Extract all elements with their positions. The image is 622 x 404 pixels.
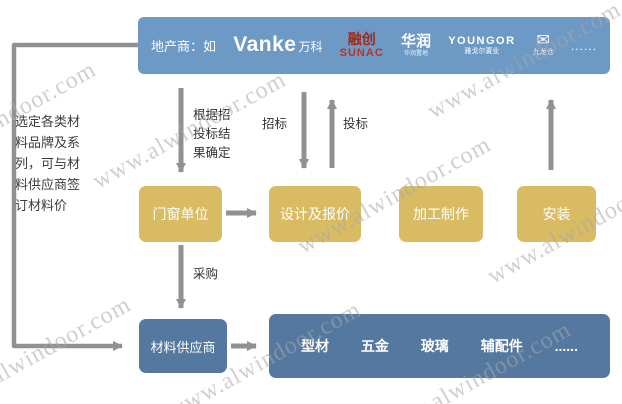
material-item-ellipsis: ...... [554,338,578,354]
wharf-emblem-icon: ✉ [536,32,550,50]
youngor-wordmark: YOUNGOR [448,35,516,48]
developer-banner: 地产商：如 Vanke 万科 融创 SUNAC 华润 华润置地 YOUNGOR … [138,17,610,74]
sunac-wordmark: SUNAC [339,47,384,60]
banner-label: 地产商：如 [151,39,217,54]
wharf-cn-label: 九龙仓 [532,49,554,57]
box-material-supplier: 材料供应商 [139,319,227,373]
label-tender: 招标 [262,117,288,131]
wharf-logo: ✉ 九龙仓 [533,33,554,57]
label-bid: 投标 [343,117,369,131]
banner-ellipsis: ...... [570,38,597,53]
youngor-cn-label: 雅戈尔置业 [464,47,500,55]
huarun-cn-label: 华润 [400,33,431,51]
huarun-logo: 华润 华润置地 [401,33,431,57]
left-note-text: 选定各类材料品牌及系列，可与材料供应商签订材料价 [15,114,81,213]
youngor-logo: YOUNGOR 雅戈尔置业 [448,35,515,56]
sunac-cn-label: 融创 [347,31,376,48]
vanke-wordmark: Vanke [233,33,297,57]
label-bid-result: 根据招投标结果确定 [193,108,231,160]
box-fabrication: 加工制作 [399,186,483,242]
label-procure: 采购 [193,267,219,281]
material-item-glass: 玻璃 [420,338,449,354]
material-item-accessories: 辅配件 [480,338,523,354]
huarun-sub-label: 华润置地 [403,50,428,57]
material-item-profile: 型材 [301,338,329,354]
sunac-logo: 融创 SUNAC [340,31,384,60]
material-item-hardware: 五金 [360,338,389,354]
box-design-quote: 设计及报价 [269,186,361,242]
box-door-window-unit: 门窗单位 [139,186,222,242]
vanke-cn-label: 万科 [298,40,323,55]
arrow-developer-to-supplier [11,42,138,351]
box-materials-list: 型材 五金 玻璃 辅配件 ...... [269,314,610,378]
box-installation: 安装 [517,186,596,242]
vanke-logo: Vanke 万科 [233,33,322,57]
